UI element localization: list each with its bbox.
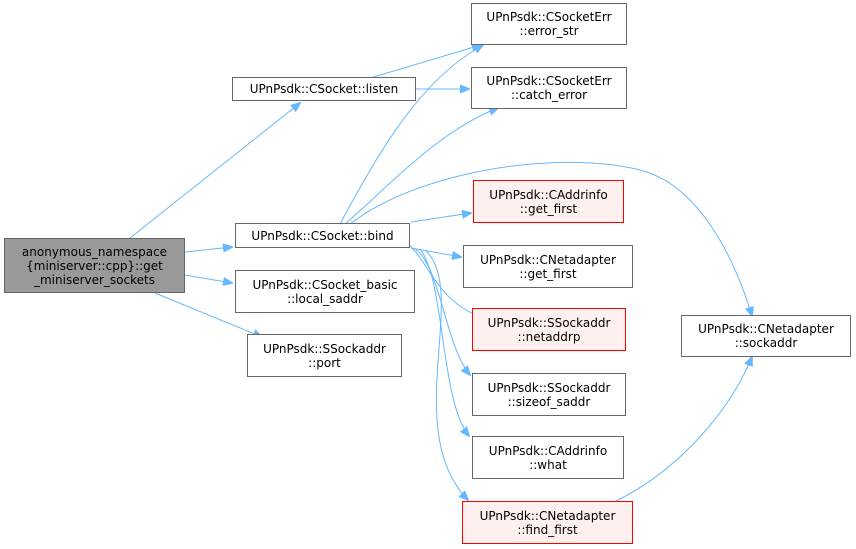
node-label-line: ::error_str	[519, 24, 579, 38]
node-cnetadapter-get-first[interactable]: UPnPsdk::CNetadapter ::get_first	[463, 245, 633, 288]
node-label-line: {miniserver::cpp}::get	[26, 258, 163, 273]
node-ssockaddr-sizeof-saddr[interactable]: UPnPsdk::SSockaddr ::sizeof_saddr	[472, 373, 626, 416]
edge-root-bind	[184, 247, 232, 252]
node-label-line: ::get_first	[519, 201, 578, 216]
node-label-line: UPnPsdk::SSockaddr	[487, 380, 611, 395]
node-get-miniserver-sockets[interactable]: anonymous_namespace {miniserver::cpp}::g…	[4, 238, 185, 293]
node-caddrinfo-what[interactable]: UPnPsdk::CAddrinfo ::what	[472, 436, 624, 479]
node-label-line: ::what	[529, 457, 567, 472]
node-csocket-listen[interactable]: UPnPsdk::CSocket::listen	[232, 77, 416, 101]
node-label-line: ::catch_error	[511, 88, 587, 102]
edge-bind-error-str	[339, 45, 483, 225]
edge-bind-sockaddr	[349, 161, 752, 316]
node-label-line: UPnPsdk::CNetadapter	[479, 508, 616, 523]
node-ssockaddr-netaddrp[interactable]: UPnPsdk::SSockaddr ::netaddrp	[472, 308, 626, 351]
node-label-line: ::sockaddr	[734, 336, 798, 350]
node-label-line: ::port	[308, 355, 341, 370]
node-label-line: _miniserver_sockets	[33, 272, 155, 287]
node-label-line: UPnPsdk::SSockaddr	[263, 341, 386, 356]
node-label-line: UPnPsdk::CNetadapter	[698, 322, 834, 336]
edge-bind-find-first	[424, 249, 468, 500]
edge-bind-what	[419, 248, 469, 436]
edge-bind-addrinfo-get-first	[410, 213, 471, 223]
edge-bind-catch-error	[344, 108, 498, 225]
node-label-line: UPnPsdk::CSocketErr	[486, 74, 612, 88]
node-label-line: UPnPsdk::CSocketErr	[486, 10, 612, 24]
node-cnetadapter-sockaddr[interactable]: UPnPsdk::CNetadapter ::sockaddr	[681, 315, 851, 357]
edge-bind-netadapter-get-first	[410, 247, 461, 257]
node-csocket-bind[interactable]: UPnPsdk::CSocket::bind	[235, 223, 410, 248]
node-label-line: ::sizeof_saddr	[507, 394, 591, 409]
node-caddrinfo-get-first[interactable]: UPnPsdk::CAddrinfo ::get_first	[473, 180, 624, 223]
node-label-line: ::netaddrp	[517, 329, 581, 344]
node-label-line: UPnPsdk::CSocket::bind	[251, 228, 394, 243]
edge-bind-netaddrp	[409, 245, 485, 318]
node-csocket-basic-local-saddr[interactable]: UPnPsdk::CSocket_basic ::local_saddr	[235, 270, 415, 313]
node-csocketerr-error-str[interactable]: UPnPsdk::CSocketErr ::error_str	[471, 3, 627, 45]
node-label-line: anonymous_namespace	[21, 244, 168, 259]
node-label-line: UPnPsdk::SSockaddr	[487, 315, 611, 330]
node-label-line: ::find_first	[517, 522, 578, 537]
node-label-line: ::local_saddr	[287, 291, 363, 306]
node-label-line: UPnPsdk::CAddrinfo	[488, 443, 608, 458]
edge-find-first-sockaddr	[613, 357, 752, 503]
edge-root-listen	[129, 103, 300, 239]
edge-root-local-saddr	[184, 274, 232, 283]
node-label-line: UPnPsdk::CSocket_basic	[252, 277, 398, 292]
node-label-line: UPnPsdk::CNetadapter	[480, 252, 616, 267]
node-label-line: ::get_first	[519, 266, 577, 281]
node-ssockaddr-port[interactable]: UPnPsdk::SSockaddr ::port	[247, 334, 402, 377]
node-csocketerr-catch-error[interactable]: UPnPsdk::CSocketErr ::catch_error	[471, 67, 627, 109]
edge-bind-sizeof-saddr	[414, 248, 470, 375]
edge-listen-error-str	[369, 45, 481, 79]
node-cnetadapter-find-first[interactable]: UPnPsdk::CNetadapter ::find_first	[462, 501, 633, 544]
node-label-line: UPnPsdk::CSocket::listen	[249, 82, 399, 96]
edge-root-port	[154, 292, 262, 337]
node-label-line: UPnPsdk::CAddrinfo	[489, 187, 608, 202]
